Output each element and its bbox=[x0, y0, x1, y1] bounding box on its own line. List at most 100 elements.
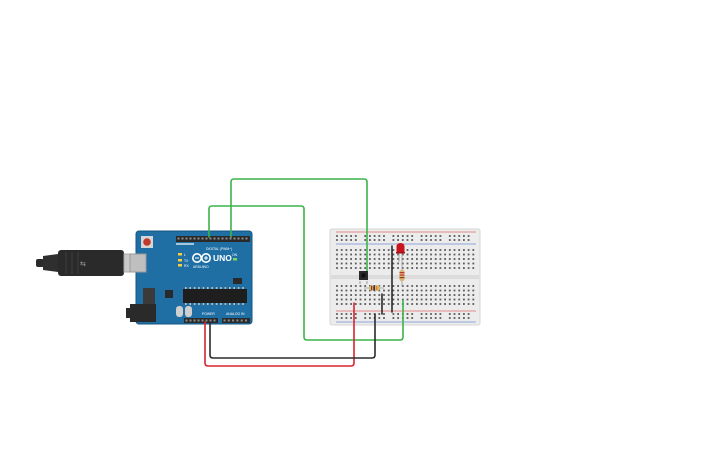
breadboard-hole[interactable] bbox=[406, 298, 409, 301]
breadboard-hole[interactable] bbox=[401, 258, 404, 260]
breadboard-hole[interactable] bbox=[453, 313, 456, 315]
breadboard-hole[interactable] bbox=[369, 303, 371, 305]
breadboard-hole[interactable] bbox=[448, 294, 451, 296]
breadboard-hole[interactable] bbox=[392, 258, 395, 260]
breadboard-hole[interactable] bbox=[397, 262, 399, 265]
breadboard-hole[interactable] bbox=[354, 262, 357, 265]
breadboard-hole[interactable] bbox=[425, 253, 428, 256]
breadboard-hole[interactable] bbox=[411, 262, 414, 265]
breadboard-hole[interactable] bbox=[467, 285, 470, 287]
breadboard-hole[interactable] bbox=[467, 235, 470, 237]
breadboard-hole[interactable] bbox=[340, 285, 343, 287]
breadboard-hole[interactable] bbox=[444, 289, 446, 292]
breadboard-hole[interactable] bbox=[467, 313, 470, 315]
breadboard-hole[interactable] bbox=[453, 267, 456, 269]
header-pin[interactable] bbox=[245, 237, 248, 240]
breadboard-hole[interactable] bbox=[373, 253, 376, 256]
breadboard-hole[interactable] bbox=[392, 249, 395, 251]
breadboard-hole[interactable] bbox=[340, 262, 343, 265]
breadboard-hole[interactable] bbox=[416, 267, 418, 269]
breadboard-hole[interactable] bbox=[411, 267, 414, 269]
breadboard-hole[interactable] bbox=[336, 239, 338, 241]
breadboard-hole[interactable] bbox=[383, 235, 385, 237]
breadboard-hole[interactable] bbox=[439, 313, 442, 315]
header-pin[interactable] bbox=[240, 319, 243, 322]
breadboard-hole[interactable] bbox=[373, 267, 376, 269]
breadboard-hole[interactable] bbox=[340, 298, 343, 301]
breadboard-hole[interactable] bbox=[434, 298, 437, 301]
breadboard-hole[interactable] bbox=[406, 258, 409, 260]
breadboard-hole[interactable] bbox=[345, 285, 348, 287]
header-pin[interactable] bbox=[209, 319, 212, 322]
header-pin[interactable] bbox=[201, 319, 204, 322]
breadboard-hole[interactable] bbox=[364, 313, 367, 315]
breadboard-hole[interactable] bbox=[369, 289, 371, 292]
breadboard-hole[interactable] bbox=[430, 267, 432, 269]
header-pin[interactable] bbox=[245, 319, 247, 322]
breadboard-hole[interactable] bbox=[439, 298, 442, 301]
breadboard-hole[interactable] bbox=[354, 298, 357, 301]
breadboard-hole[interactable] bbox=[411, 303, 414, 305]
breadboard-hole[interactable] bbox=[359, 298, 362, 301]
breadboard-hole[interactable] bbox=[463, 249, 465, 251]
breadboard-hole[interactable] bbox=[345, 303, 348, 305]
breadboard-hole[interactable] bbox=[444, 303, 446, 305]
breadboard-hole[interactable] bbox=[378, 294, 381, 296]
breadboard-hole[interactable] bbox=[340, 317, 343, 319]
breadboard-hole[interactable] bbox=[411, 313, 414, 315]
breadboard-hole[interactable] bbox=[453, 294, 456, 296]
breadboard-hole[interactable] bbox=[430, 262, 432, 265]
breadboard-hole[interactable] bbox=[392, 239, 395, 241]
breadboard-hole[interactable] bbox=[336, 262, 338, 265]
breadboard-hole[interactable] bbox=[336, 298, 338, 301]
breadboard-hole[interactable] bbox=[406, 249, 409, 251]
breadboard-hole[interactable] bbox=[420, 298, 423, 301]
breadboard-hole[interactable] bbox=[430, 303, 432, 305]
led-icon[interactable] bbox=[396, 243, 405, 266]
breadboard-hole[interactable] bbox=[354, 258, 357, 260]
breadboard-hole[interactable] bbox=[345, 267, 348, 269]
digital-header[interactable] bbox=[176, 236, 250, 242]
breadboard-hole[interactable] bbox=[387, 262, 390, 265]
breadboard-hole[interactable] bbox=[369, 235, 371, 237]
breadboard-hole[interactable] bbox=[392, 313, 395, 315]
breadboard-hole[interactable] bbox=[359, 258, 362, 260]
breadboard-hole[interactable] bbox=[411, 235, 414, 237]
breadboard-hole[interactable] bbox=[458, 285, 461, 287]
breadboard-hole[interactable] bbox=[467, 298, 470, 301]
breadboard-hole[interactable] bbox=[364, 239, 367, 241]
breadboard-hole[interactable] bbox=[434, 235, 437, 237]
breadboard-hole[interactable] bbox=[350, 239, 352, 241]
breadboard-hole[interactable] bbox=[364, 262, 367, 265]
header-pin[interactable] bbox=[185, 237, 188, 240]
breadboard-hole[interactable] bbox=[467, 289, 470, 292]
breadboard-hole[interactable] bbox=[359, 289, 362, 292]
analog-header[interactable] bbox=[222, 318, 250, 323]
header-pin[interactable] bbox=[177, 237, 180, 240]
breadboard-hole[interactable] bbox=[378, 303, 381, 305]
breadboard-hole[interactable] bbox=[354, 239, 357, 241]
breadboard-hole[interactable] bbox=[439, 249, 442, 251]
breadboard-hole[interactable] bbox=[458, 239, 461, 241]
breadboard-hole[interactable] bbox=[354, 235, 357, 237]
breadboard-hole[interactable] bbox=[430, 298, 432, 301]
breadboard-hole[interactable] bbox=[425, 289, 428, 292]
breadboard-hole[interactable] bbox=[430, 317, 432, 319]
wire-green-signal[interactable] bbox=[230, 178, 368, 275]
breadboard-hole[interactable] bbox=[448, 298, 451, 301]
breadboard-hole[interactable] bbox=[430, 249, 432, 251]
breadboard-hole[interactable] bbox=[430, 253, 432, 256]
breadboard-hole[interactable] bbox=[458, 303, 461, 305]
breadboard-hole[interactable] bbox=[369, 258, 371, 260]
breadboard-hole[interactable] bbox=[453, 239, 456, 241]
breadboard-hole[interactable] bbox=[364, 289, 367, 292]
breadboard-hole[interactable] bbox=[453, 235, 456, 237]
breadboard-hole[interactable] bbox=[467, 262, 470, 265]
breadboard-hole[interactable] bbox=[378, 249, 381, 251]
header-pin[interactable] bbox=[232, 319, 235, 322]
breadboard-hole[interactable] bbox=[458, 258, 461, 260]
wire-green-led[interactable] bbox=[208, 205, 404, 341]
breadboard-hole[interactable] bbox=[448, 253, 451, 256]
breadboard-hole[interactable] bbox=[387, 303, 390, 305]
breadboard-hole[interactable] bbox=[387, 267, 390, 269]
